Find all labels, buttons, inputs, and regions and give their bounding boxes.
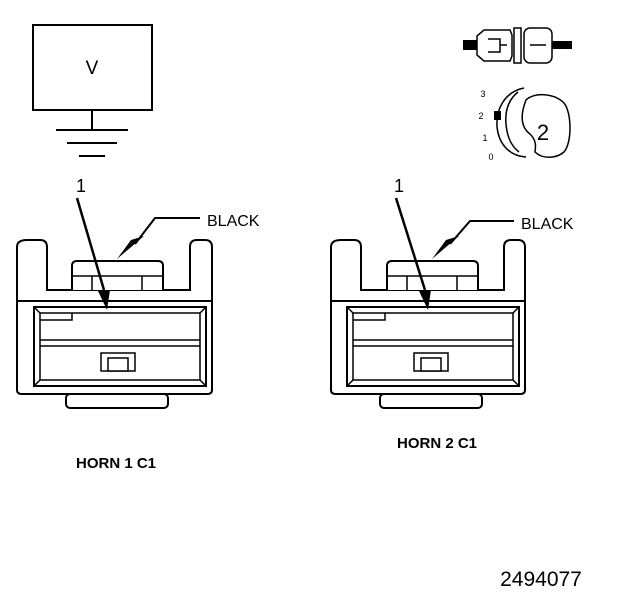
horn-2-caption: HORN 2 C1 (397, 435, 477, 452)
ground-icon (56, 129, 128, 157)
horn-2-wire-color: BLACK (521, 216, 574, 233)
key-scale-0: 0 (488, 152, 493, 162)
horn-1-wire-color: BLACK (207, 213, 260, 230)
key-position-number: 2 (537, 120, 549, 145)
key-scale-1: 1 (482, 133, 487, 143)
horn-1-bottom-tab (65, 393, 169, 409)
horn-1-wire-leader (134, 217, 200, 245)
horn-2-pin-label: 1 (394, 176, 404, 196)
horn-1-connector: 1 BLACK HORN 1 C1 (16, 176, 260, 472)
key-scale-3: 3 (480, 89, 485, 99)
test-probe-icon (463, 27, 572, 64)
horn-1-pin-label: 1 (76, 176, 86, 196)
horn-1-pin-pointer (75, 197, 106, 291)
horn-2-pin-pointer (394, 197, 427, 291)
key-scale-2: 2 (478, 111, 483, 121)
horn-2-wire-leader (449, 220, 514, 245)
figure-id: 2494077 (500, 568, 582, 591)
horn-2-connector: 1 BLACK HORN 2 C1 (330, 176, 574, 452)
horn-2-bottom-tab (379, 393, 483, 409)
voltmeter-symbol: V (32, 24, 153, 157)
ignition-key-icon: 3 2 1 0 2 (478, 87, 571, 162)
horn-1-caption: HORN 1 C1 (76, 455, 156, 472)
voltmeter-label: V (86, 58, 99, 79)
